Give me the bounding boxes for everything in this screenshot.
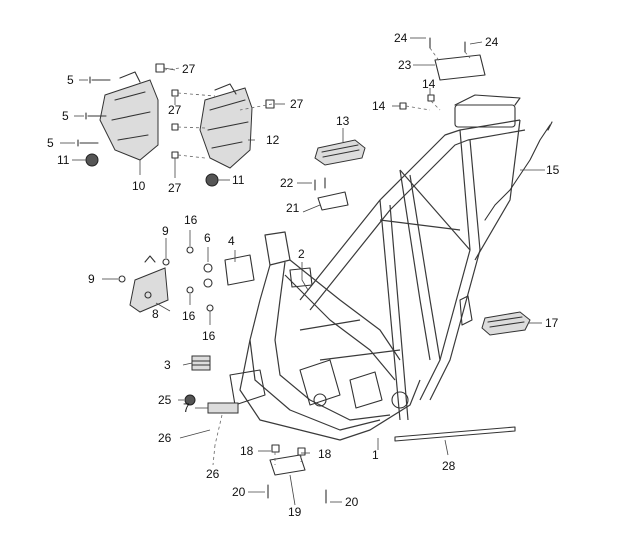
callout-16a: 16 bbox=[184, 213, 198, 227]
plate-7 bbox=[207, 402, 239, 414]
callout-26b: 26 bbox=[206, 467, 220, 481]
cable-15 bbox=[484, 124, 551, 221]
callout-14b: 14 bbox=[422, 77, 436, 91]
rear-tray bbox=[454, 104, 516, 128]
callout-20b: 20 bbox=[345, 495, 359, 509]
rod-28 bbox=[394, 426, 516, 442]
callout-18a: 18 bbox=[240, 444, 254, 458]
callout-6: 6 bbox=[204, 231, 211, 245]
leader-lines bbox=[60, 37, 545, 506]
callout-16c: 16 bbox=[202, 329, 216, 343]
nut-25 bbox=[184, 394, 196, 406]
bracket-8 bbox=[129, 255, 169, 313]
callout-5c: 5 bbox=[47, 136, 54, 150]
callout-11a: 11 bbox=[57, 153, 70, 167]
callout-5b: 5 bbox=[62, 109, 69, 123]
callout-10: 10 bbox=[132, 179, 146, 193]
callout-27c: 27 bbox=[290, 97, 304, 111]
callout-15: 15 bbox=[546, 163, 560, 177]
main-frame bbox=[229, 94, 526, 441]
plate-3 bbox=[191, 355, 211, 371]
callout-9b: 9 bbox=[88, 272, 95, 286]
callout-21: 21 bbox=[286, 201, 300, 215]
callout-18b: 18 bbox=[318, 447, 332, 461]
callout-2: 2 bbox=[298, 247, 305, 261]
bolts-5 bbox=[77, 76, 111, 147]
callout-4: 4 bbox=[228, 234, 235, 248]
callout-24b: 24 bbox=[485, 35, 499, 49]
callout-7: 7 bbox=[183, 401, 190, 415]
callout-3: 3 bbox=[164, 358, 171, 372]
callout-27d: 27 bbox=[168, 181, 182, 195]
callout-5a: 5 bbox=[67, 73, 74, 87]
callout-14a: 14 bbox=[372, 99, 386, 113]
bush-left bbox=[85, 153, 99, 167]
callout-1: 1 bbox=[372, 448, 379, 462]
bracket-2 bbox=[289, 267, 313, 288]
footrest-13 bbox=[314, 139, 366, 166]
callout-11b: 11 bbox=[232, 173, 245, 187]
callout-8: 8 bbox=[152, 307, 159, 321]
footrest-17 bbox=[481, 311, 531, 336]
callout-17: 17 bbox=[545, 316, 559, 330]
callout-27b: 27 bbox=[168, 103, 182, 117]
bracket-19 bbox=[269, 454, 306, 476]
callout-27a: 27 bbox=[182, 62, 196, 76]
callout-13: 13 bbox=[336, 114, 350, 128]
pivot-boss bbox=[391, 391, 409, 409]
bracket-4 bbox=[224, 254, 255, 286]
callout-20a: 20 bbox=[232, 485, 246, 499]
callout-24a: 24 bbox=[394, 31, 408, 45]
callout-12: 12 bbox=[266, 133, 280, 147]
callout-labels: 1 2 3 4 5 5 5 6 7 8 9 9 10 11 11 12 13 1… bbox=[47, 31, 560, 519]
callout-28: 28 bbox=[442, 459, 456, 473]
callout-9a: 9 bbox=[162, 224, 169, 238]
callout-19: 19 bbox=[288, 505, 302, 519]
bush-right bbox=[205, 173, 219, 187]
callout-23: 23 bbox=[398, 58, 412, 72]
callout-26a: 26 bbox=[158, 431, 172, 445]
callout-22: 22 bbox=[280, 176, 294, 190]
callout-16b: 16 bbox=[182, 309, 196, 323]
bracket-23 bbox=[434, 54, 486, 81]
callout-25: 25 bbox=[158, 393, 172, 407]
bracket-21 bbox=[317, 191, 349, 211]
left-side-bracket bbox=[99, 71, 159, 161]
right-side-bracket bbox=[199, 83, 253, 169]
